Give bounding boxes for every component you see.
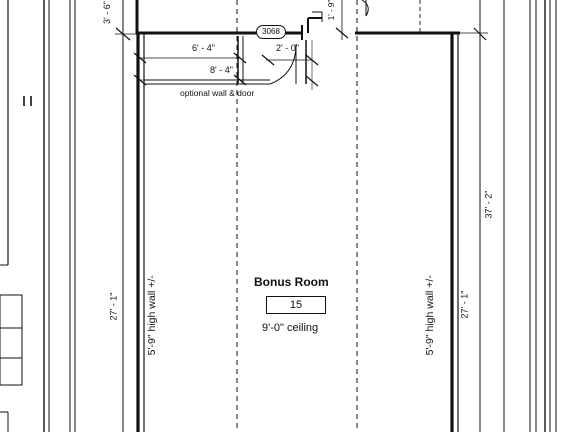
left-wall-height-note: 5'-9" high wall +/- — [145, 275, 158, 356]
left-dimension-line — [115, 0, 140, 432]
adjacent-plan-left — [0, 0, 32, 432]
door-tag: 3068 — [256, 25, 286, 39]
ceiling-slope-lines — [236, 0, 358, 432]
wall-run-dimensions — [133, 40, 319, 90]
room-walls — [136, 33, 459, 432]
dimension-room-length-right: 27' - 1" — [459, 290, 470, 319]
room-number: 15 — [266, 296, 326, 314]
dimension-wall-run-2: 8' - 4" — [210, 65, 233, 75]
dimension-door-width: 2' - 0" — [276, 43, 299, 53]
room-ceiling: 9'-0" ceiling — [262, 322, 319, 334]
dimension-top-left-vertical: 3' - 6" — [101, 1, 112, 24]
left-exterior-walls — [43, 0, 76, 432]
right-wall-height-note: 5'-9" high wall +/- — [423, 275, 436, 356]
right-dimension-lines — [460, 0, 557, 432]
dimension-closet-vertical: 1' - 9" — [327, 0, 337, 21]
upper-walls — [135, 0, 460, 40]
optional-wall-note: optional wall & door — [180, 88, 255, 98]
dimension-wall-run-1: 6' - 4" — [192, 43, 215, 53]
room-name: Bonus Room — [254, 275, 329, 289]
dimension-overall-length-right: 37' - 2" — [483, 190, 494, 219]
dimension-room-length-left: 27' - 1" — [108, 292, 119, 321]
